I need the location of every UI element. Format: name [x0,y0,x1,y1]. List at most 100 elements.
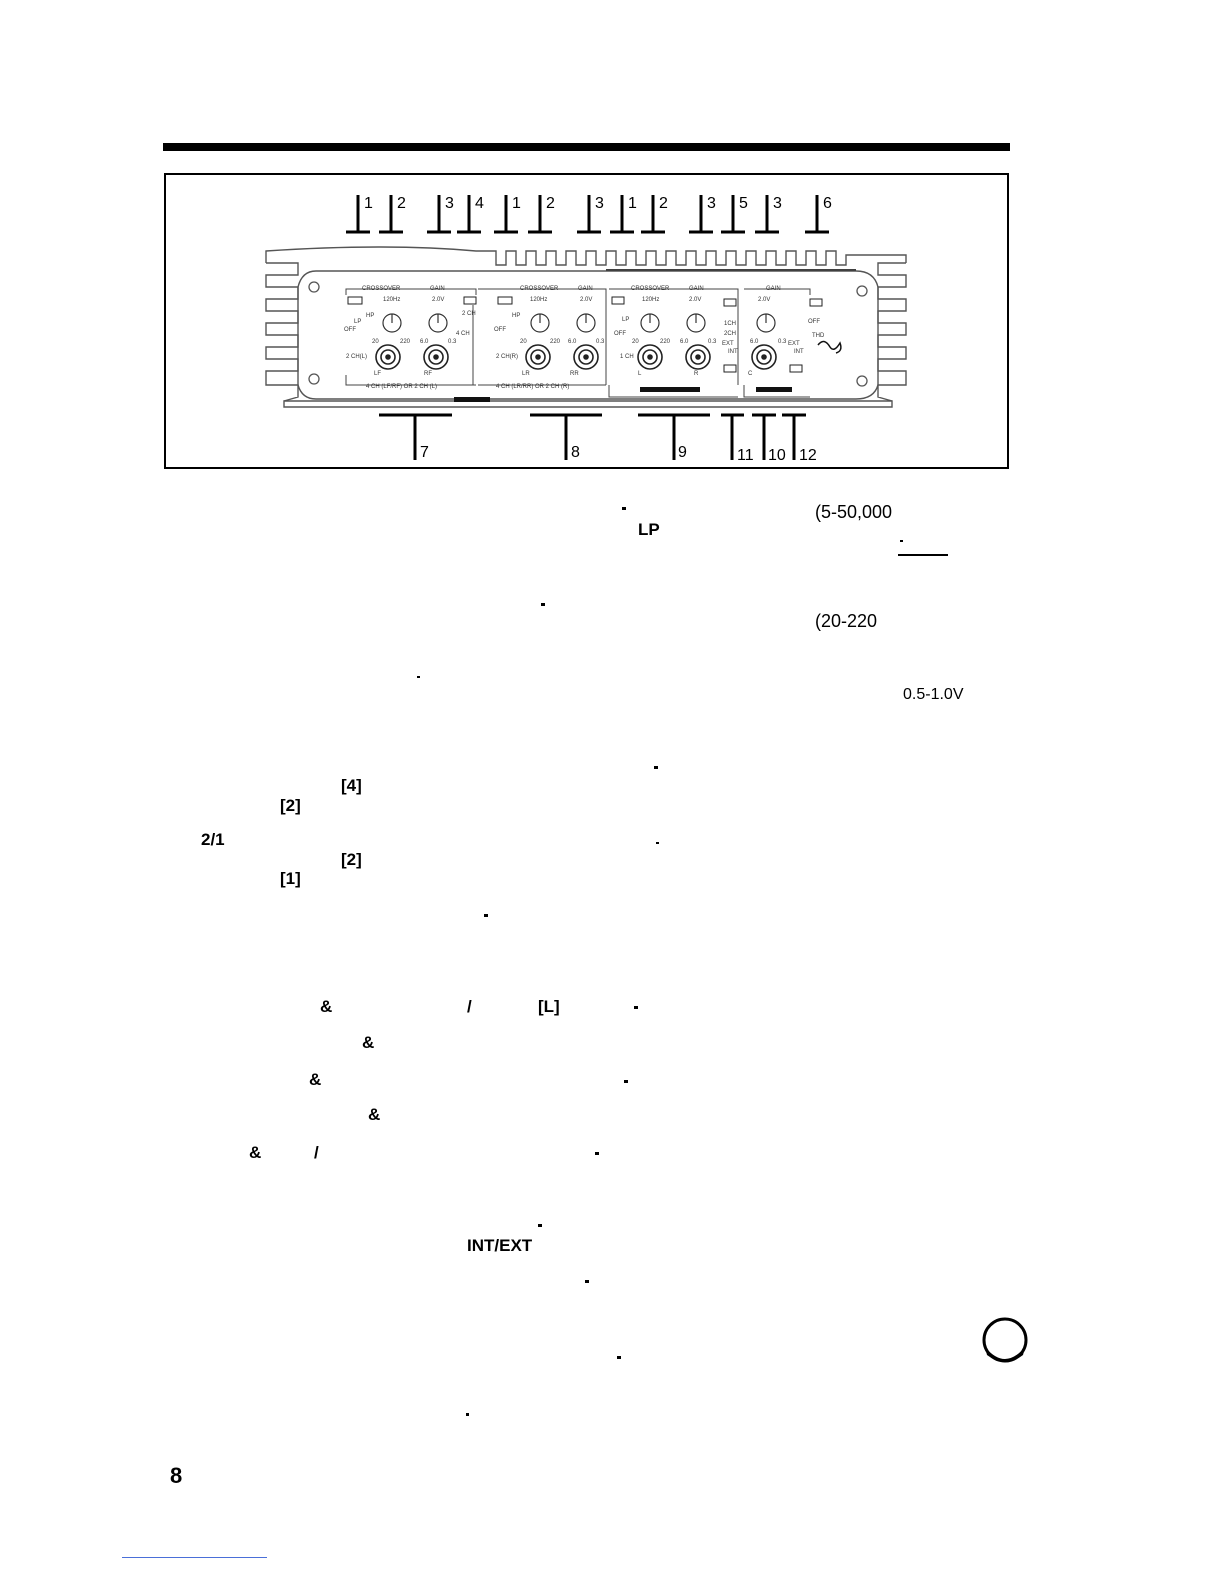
underline-mark [898,554,948,556]
svg-text:120Hz: 120Hz [383,297,400,303]
svg-text:6.0: 6.0 [420,339,429,345]
text-fragment: & [249,1143,262,1162]
svg-text:2CH: 2CH [724,331,736,337]
svg-text:2.0V: 2.0V [580,297,592,303]
callout-label: 1 [364,195,373,212]
callout-label: 3 [445,195,454,212]
callout-label: 5 [739,195,748,212]
svg-text:THD: THD [812,333,825,339]
speck [417,676,420,678]
section-brackets [345,288,811,398]
speck [634,1006,638,1009]
text-fragment: (5-50,000 [815,502,893,522]
callout-label: 3 [595,195,604,212]
svg-text:2.0V: 2.0V [758,297,770,303]
svg-text:0.3: 0.3 [596,339,605,345]
svg-text:EXT: EXT [788,341,800,347]
svg-text:OFF: OFF [808,319,820,325]
svg-text:LP: LP [354,319,361,325]
callout-label: 8 [571,444,580,461]
ink-blot-icon [982,1317,1028,1363]
text-fragment: (20-220 [815,611,878,631]
svg-text:GAIN: GAIN [430,286,445,292]
svg-text:20: 20 [520,339,527,345]
svg-text:4 CH (LR/RR) OR 2 CH (R): 4 CH (LR/RR) OR 2 CH (R) [496,384,569,390]
page-number: 8 [170,1463,183,1488]
callout-label: 9 [678,444,687,461]
svg-text:L: L [638,371,642,377]
speck [585,1280,589,1283]
screws [308,281,868,387]
svg-text:4 CH (LF/RF) OR 2 CH (L): 4 CH (LF/RF) OR 2 CH (L) [366,384,437,390]
text-fragment: [2] [341,850,362,869]
bottom-callout-labels: 7 8 9 11 10 12 [420,444,817,464]
svg-text:4 CH: 4 CH [456,331,470,337]
text-fragment: INT/EXT [467,1236,533,1255]
svg-text:INT: INT [794,349,804,355]
svg-text:LF: LF [374,371,381,377]
svg-text:0.3: 0.3 [778,339,787,345]
text-fragment: 0.5-1.0V [903,686,964,703]
callout-label: 2 [397,195,406,212]
svg-text:CROSSOVER: CROSSOVER [631,286,670,292]
speck [624,1080,628,1083]
callout-label: 1 [512,195,521,212]
svg-text:2.0V: 2.0V [689,297,701,303]
svg-text:2 CH(L): 2 CH(L) [346,354,367,360]
svg-text:GAIN: GAIN [766,286,781,292]
svg-text:120Hz: 120Hz [642,297,659,303]
speck [466,1413,469,1416]
header-rule [163,143,1010,151]
svg-text:OFF: OFF [494,327,506,333]
callout-label: 7 [420,444,429,461]
svg-text:1 CH: 1 CH [620,354,634,360]
knobs [382,313,776,333]
callout-label: 2 [659,195,668,212]
svg-text:C: C [748,371,753,377]
callout-label: 2 [546,195,555,212]
callout-label: 11 [737,447,754,464]
callout-label: 12 [799,447,817,464]
svg-text:220: 220 [660,339,671,345]
svg-text:OFF: OFF [614,331,626,337]
speck [622,507,626,510]
svg-text:6.0: 6.0 [680,339,689,345]
panel-labels: CROSSOVER GAIN CROSSOVER GAIN CROSSOVER … [344,286,825,390]
text-fragment: & [320,997,333,1016]
svg-text:OFF: OFF [344,327,356,333]
svg-text:INT: INT [728,349,738,355]
text-fragment: LP [638,520,660,539]
speck [595,1152,599,1155]
text-fragment: [1] [280,869,301,888]
svg-text:0.3: 0.3 [448,339,457,345]
speck [900,540,903,542]
speck [541,603,545,606]
svg-text:CROSSOVER: CROSSOVER [520,286,559,292]
svg-text:EXT: EXT [722,341,734,347]
rca-jacks [375,344,777,370]
callout-label: 4 [475,195,484,212]
svg-text:2 CH(R): 2 CH(R) [496,354,518,360]
speck [656,842,659,844]
svg-text:0.3: 0.3 [708,339,717,345]
bottom-callout-markers [379,413,806,460]
signature-icon [817,340,842,354]
heatsink-outline [265,246,907,408]
svg-text:HP: HP [512,313,520,319]
svg-text:LP: LP [622,317,629,323]
callout-label: 1 [628,195,637,212]
svg-text:HP: HP [366,313,374,319]
text-fragment: & [309,1070,322,1089]
section-name-tags [454,387,792,402]
svg-text:220: 220 [550,339,561,345]
svg-text:20: 20 [632,339,639,345]
text-fragment: & [362,1033,375,1052]
text-fragment: 2/1 [201,830,225,849]
callout-label: 6 [823,195,832,212]
svg-text:RR: RR [570,371,579,377]
speck [617,1356,621,1359]
callout-label: 3 [773,195,782,212]
text-fragment: [4] [341,776,362,795]
svg-text:220: 220 [400,339,411,345]
svg-text:2 CH: 2 CH [462,311,476,317]
